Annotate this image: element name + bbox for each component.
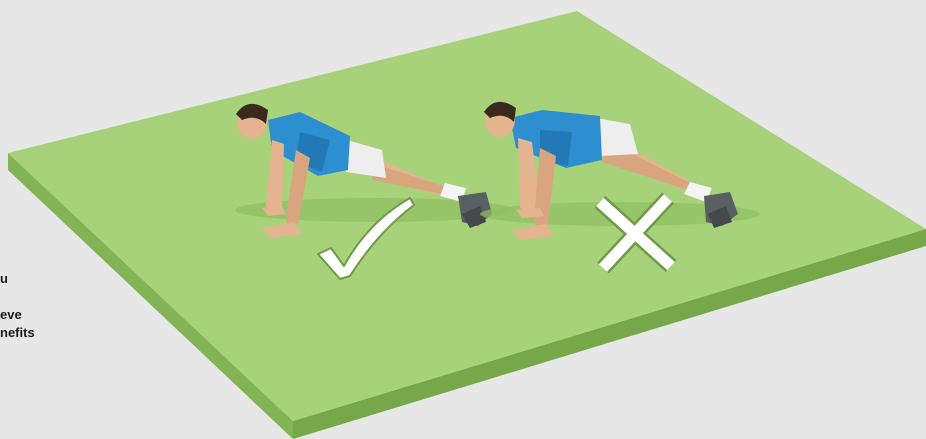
side-caption-line-1: u <box>0 270 90 288</box>
side-caption-line-2 <box>0 288 90 306</box>
side-caption-line-3: eve <box>0 306 90 324</box>
side-caption-text: u eve nefits <box>0 270 90 342</box>
side-caption-line-4: nefits <box>0 324 90 342</box>
exercise-mat <box>8 11 926 439</box>
